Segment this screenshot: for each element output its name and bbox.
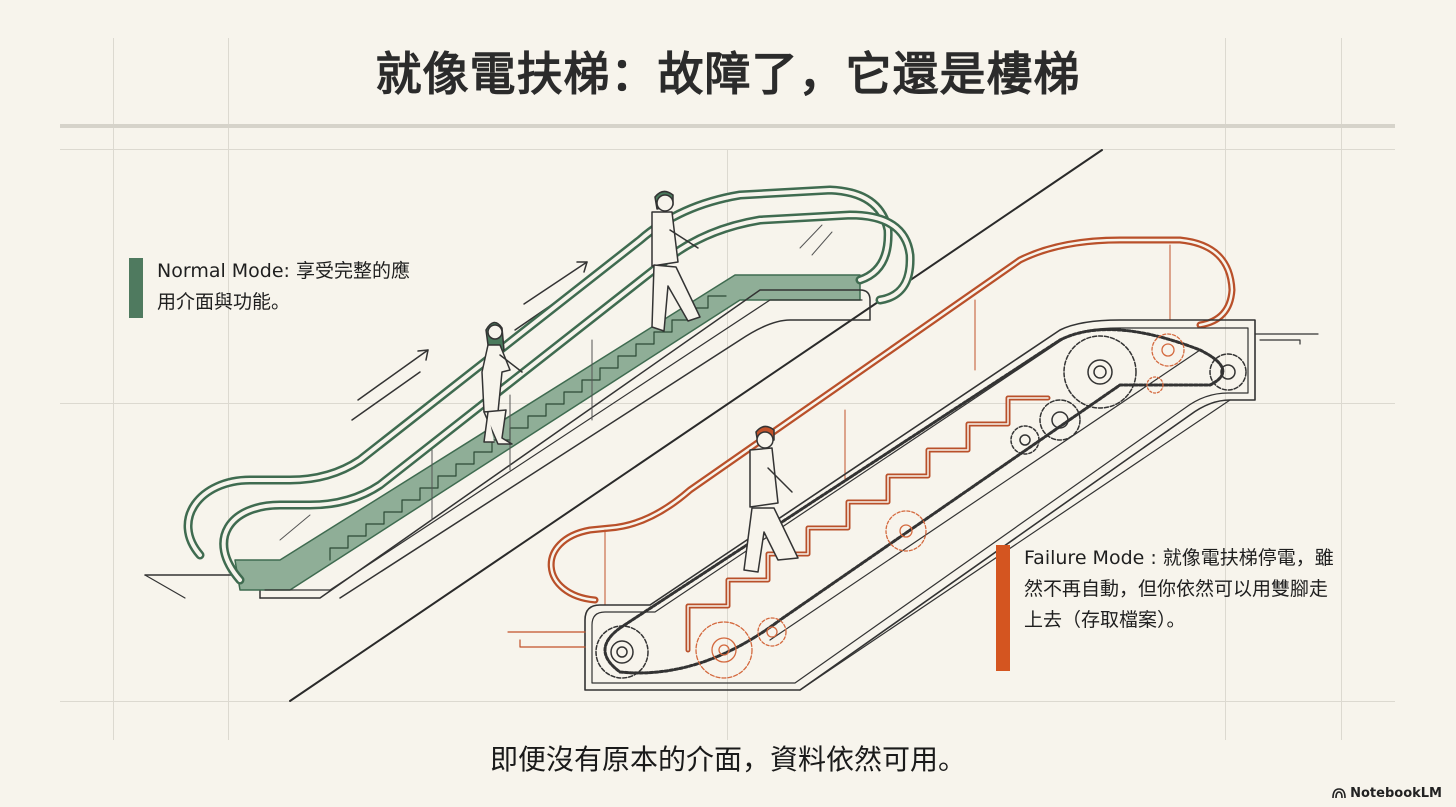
grid-line — [1341, 38, 1342, 740]
grid-line — [1225, 38, 1226, 740]
failure-mode-callout: Failure Mode : 就像電扶梯停電，雖然不再自動，但你依然可以用雙腳走… — [996, 543, 1346, 671]
grid-line — [228, 38, 229, 740]
normal-escalator — [144, 185, 915, 599]
failure-mode-text: Failure Mode : 就像電扶梯停電，雖然不再自動，但你依然可以用雙腳走… — [1024, 547, 1334, 631]
grid-line — [727, 150, 728, 740]
normal-mode-accent-bar — [129, 258, 143, 318]
gear-icon — [595, 335, 1247, 679]
broken-gear-icon — [695, 333, 1185, 679]
notebooklm-logo-icon — [1332, 788, 1346, 799]
normal-mode-callout: Normal Mode: 享受完整的應用介面與功能。 — [129, 256, 419, 318]
diagonal-divider — [289, 149, 1103, 702]
failure-mode-accent-bar — [996, 545, 1010, 671]
page-title: 就像電扶梯：故障了，它還是樓梯 — [375, 47, 1081, 101]
rider-woman — [481, 321, 523, 445]
rider-man-walking — [743, 425, 799, 573]
grid-line — [113, 38, 114, 740]
grid-line — [60, 701, 1395, 702]
title-divider — [60, 124, 1395, 128]
steps — [329, 295, 727, 561]
grid-line — [60, 149, 1395, 150]
brand-label: NotebookLM — [1350, 786, 1442, 801]
brand-watermark: NotebookLM — [1332, 786, 1442, 801]
subtitle-caption: 即便沒有原本的介面，資料依然可用。 — [489, 743, 966, 776]
broken-escalator — [507, 236, 1319, 691]
normal-mode-text: Normal Mode: 享受完整的應用介面與功能。 — [157, 260, 410, 313]
rider-man-green — [651, 190, 701, 332]
